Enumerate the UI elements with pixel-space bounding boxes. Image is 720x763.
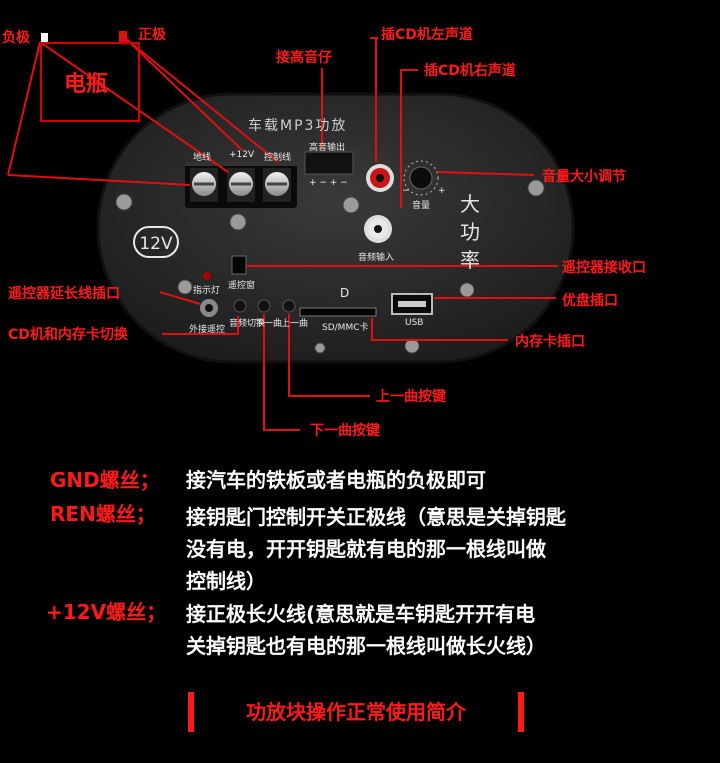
desc-ren-key: REN螺丝； <box>50 502 156 526</box>
desc-ren-line-1: 接钥匙门控制开关正极线（意思是关掉钥匙 <box>186 505 566 529</box>
control-screw <box>263 168 291 202</box>
usb-slot-label: 优盘插口 <box>562 293 618 309</box>
desc-12v-line-2: 关掉钥匙也有电的那一根线叫做长火线） <box>186 634 546 658</box>
indicator-label: 指示灯 <box>193 286 221 296</box>
indicator-led <box>203 272 211 280</box>
gnd-screw <box>190 168 218 202</box>
switch-button-label: 音频切换 <box>229 319 266 329</box>
desc-gnd-line-1: 接汽车的铁板或者电瓶的负极即可 <box>186 468 486 492</box>
volume-plus-label: + <box>438 186 446 196</box>
card-panel-label: SD/MMC卡 <box>322 323 369 333</box>
negative-label: 负极 <box>2 30 30 46</box>
prev-button-label: 上一曲按键 <box>376 389 446 405</box>
remote-extension-label: 遥控器延长线插口 <box>8 286 120 302</box>
next-button-panel-label: 下一曲 <box>255 319 283 329</box>
tweeter-polarity-label: + − + − <box>309 178 348 188</box>
remote-window-label: 遥控窗 <box>228 281 256 291</box>
volume-knob <box>403 160 439 196</box>
terminal-block <box>185 162 297 208</box>
terminal-12v-label: +12V <box>229 150 255 160</box>
negative-terminal-marker <box>41 33 48 44</box>
desc-ren-line-2: 没有电，开开钥匙就有电的那一根线叫做 <box>186 537 546 561</box>
sd-card-slot <box>299 307 377 317</box>
external-remote-jack <box>200 299 218 317</box>
prev-button-panel-label: 上一曲 <box>281 319 309 329</box>
next-button-label: 下一曲按键 <box>310 423 380 439</box>
external-remote-label: 外接遥控 <box>189 325 226 335</box>
terminal-control-label: 控制线 <box>264 153 292 163</box>
positive-terminal-marker <box>119 31 127 43</box>
battery-label: 电瓶 <box>64 72 109 97</box>
remote-receiver-label: 遥控器接收口 <box>562 260 646 276</box>
terminal-gnd-label: 地线 <box>193 153 212 163</box>
cd-left-label: 插CD机左声道 <box>381 27 473 43</box>
next-button <box>257 299 271 313</box>
rca-right-jack <box>364 215 392 243</box>
volume-label: 音量大小调节 <box>542 169 626 185</box>
panel-title: 车载MP3功放 <box>248 118 348 134</box>
cd-card-switch-label: CD机和内存卡切换 <box>8 327 128 343</box>
rca-left-jack <box>366 164 394 192</box>
d-mark: D <box>340 286 350 300</box>
volume-minus-label: − <box>402 186 410 196</box>
big-power-label: 大功率 <box>460 192 480 272</box>
positive-label: 正极 <box>138 27 166 43</box>
switch-button <box>233 299 247 313</box>
volume-panel-label: 音量 <box>412 201 431 211</box>
cd-right-label: 插CD机右声道 <box>424 63 516 79</box>
mounting-screws <box>115 179 545 354</box>
desc-ren-line-3: 控制线） <box>186 569 266 593</box>
callout-lines <box>7 37 558 431</box>
desc-12v-key: +12V螺丝； <box>46 600 167 624</box>
usb-panel-label: USB <box>405 318 424 328</box>
footer-banner: 功放块操作正常使用简介 <box>188 692 524 732</box>
audio-in-label: 音频输入 <box>358 253 395 263</box>
amplifier-panel <box>96 92 575 364</box>
card-slot-label: 内存卡插口 <box>515 334 585 350</box>
desc-12v-line-1: 接正极长火线(意思就是车钥匙开开有电 <box>186 602 536 626</box>
12v-screw <box>227 168 255 202</box>
desc-gnd-key: GND螺丝； <box>50 468 160 492</box>
remote-receiver-window <box>231 255 247 275</box>
tweeter-out-label: 高音输出 <box>309 143 346 153</box>
prev-button <box>282 299 296 313</box>
tweeter-output-connector <box>304 151 354 175</box>
tweeter-label: 接高音仔 <box>276 50 332 66</box>
12v-badge: 12V <box>133 226 179 258</box>
battery-box <box>40 42 140 122</box>
